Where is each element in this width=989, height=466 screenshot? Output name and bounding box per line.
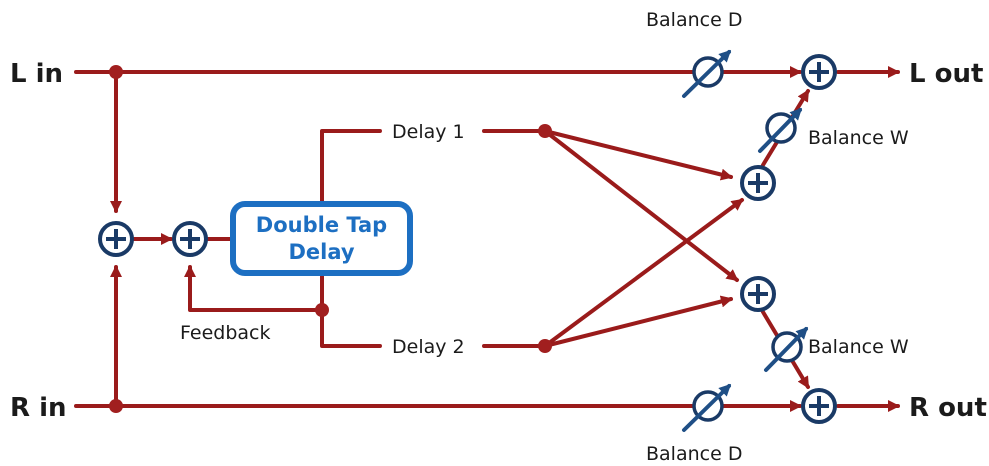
balance-d-top-knob-icon [682, 49, 732, 98]
sum-feedback-icon [172, 221, 208, 257]
label-delay1: Delay 1 [392, 121, 465, 143]
sum-input-icon [98, 221, 134, 257]
balance-w-top-knob-icon [758, 107, 803, 153]
double-tap-delay-block: Double Tap Delay [230, 201, 413, 276]
label-balance-w-top: Balance W [808, 127, 909, 149]
wire-block-to-delay1 [320, 129, 382, 206]
wire-d1-to-wet-l [543, 129, 733, 181]
wire-block-to-delay2 [320, 271, 382, 348]
label-r-out: R out [909, 393, 987, 423]
labels: L in R in L out R out Delay 1 Delay 2 Fe… [10, 9, 987, 465]
sum-wet-r-icon [740, 276, 776, 312]
balance-d-bottom-knob-icon [682, 383, 732, 432]
wire-d2-to-wet-r [543, 295, 733, 348]
block-title-line1: Double Tap [256, 213, 387, 237]
node-feedback-split [315, 303, 329, 317]
signal-wires [74, 66, 900, 412]
wire-feedback-loop [184, 265, 324, 312]
wire-d2-to-wet-l [543, 198, 744, 348]
node-l-split [109, 65, 123, 79]
wire-d1-to-wet-r [543, 129, 739, 282]
node-delay1-split [538, 124, 552, 138]
sum-r-out-icon [801, 388, 837, 424]
label-delay2: Delay 2 [392, 336, 465, 358]
junction-nodes [109, 65, 552, 413]
block-title-line2: Delay [288, 240, 354, 264]
balance-w-bottom-knob-icon [764, 326, 809, 372]
node-r-split [109, 399, 123, 413]
sum-wet-l-icon [740, 165, 776, 201]
label-l-out: L out [909, 59, 983, 89]
label-feedback: Feedback [180, 322, 270, 344]
label-balance-d-bottom: Balance D [646, 443, 742, 465]
sum-l-out-icon [801, 54, 837, 90]
node-delay2-split [538, 339, 552, 353]
label-l-in: L in [10, 59, 63, 89]
label-r-in: R in [10, 393, 67, 423]
label-balance-w-bottom: Balance W [808, 336, 909, 358]
label-balance-d-top: Balance D [646, 9, 742, 31]
